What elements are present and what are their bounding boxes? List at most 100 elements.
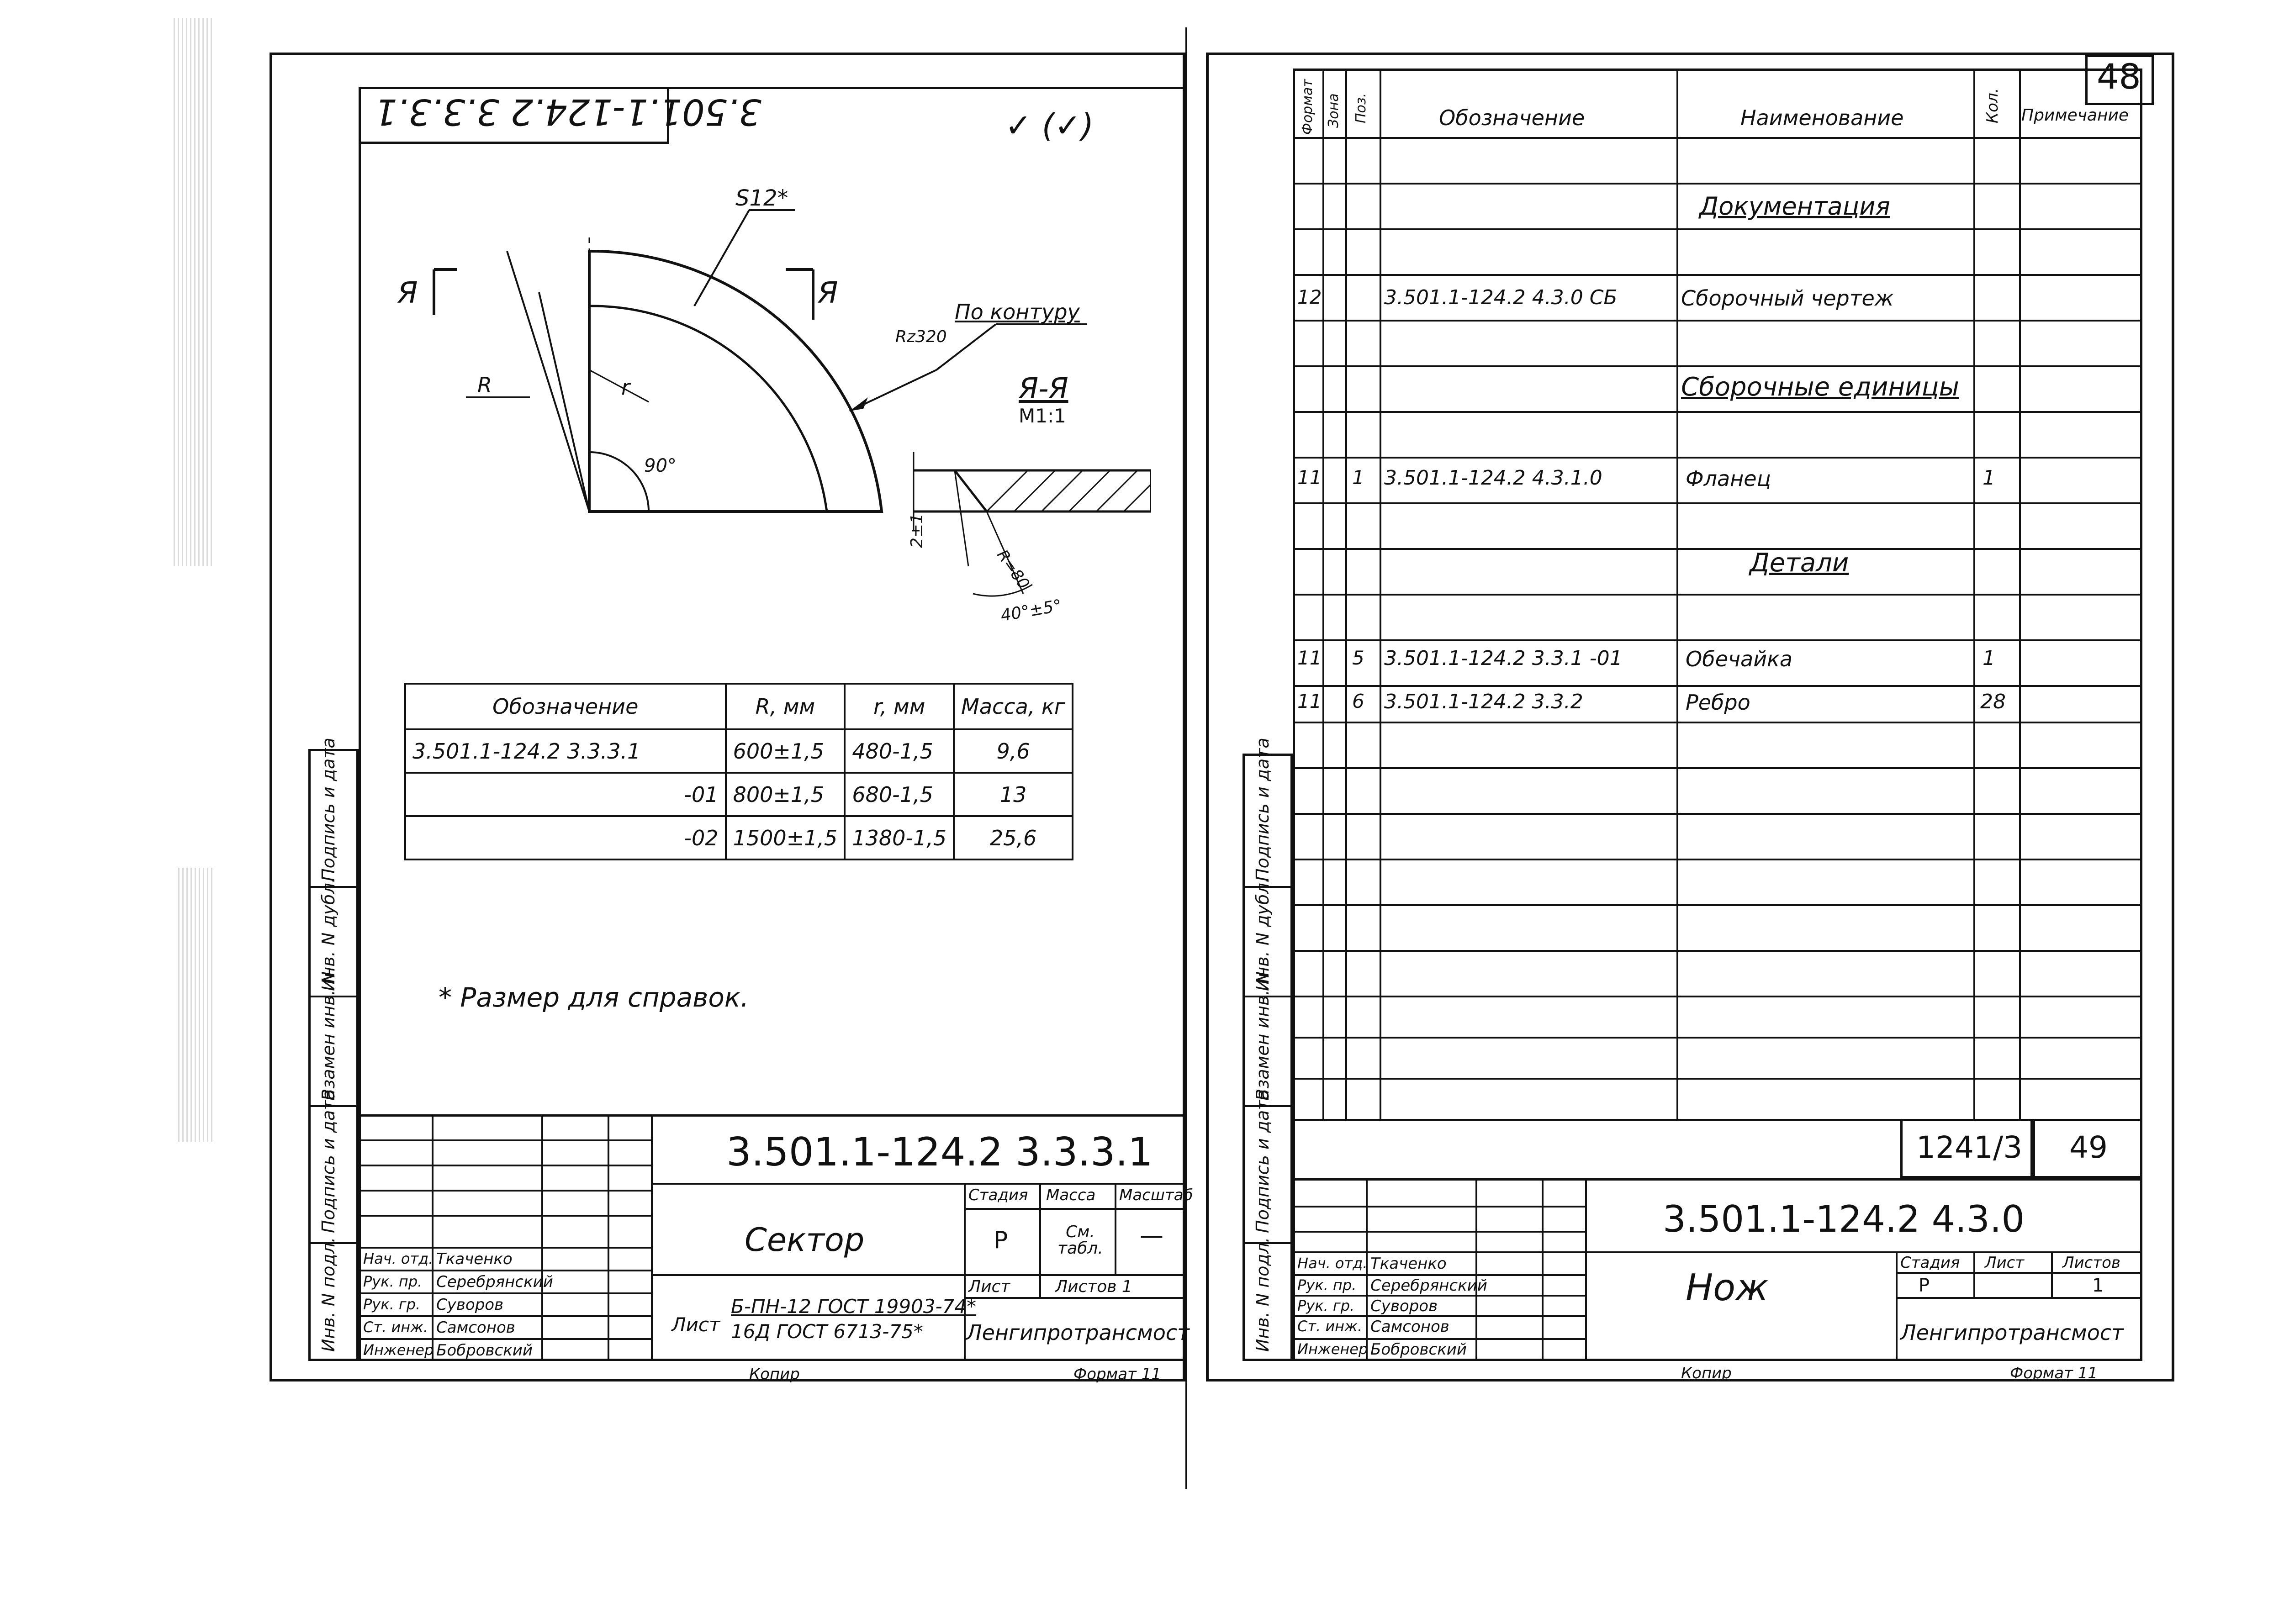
spec-row-line xyxy=(1293,685,2142,687)
spec-code: 3.501.1-124.2 3.3.1 -01 xyxy=(1384,647,1623,670)
spec-name: Сборочный чертеж xyxy=(1681,286,1894,311)
side-label: Подпись и дата xyxy=(318,738,338,881)
spec-row-line xyxy=(1293,639,2142,641)
tb-scale-value: — xyxy=(1140,1222,1163,1250)
table-cell: 1500±1,5 xyxy=(724,815,846,860)
spec-name: Фланец xyxy=(1686,466,1771,491)
tb-stage-value: Р xyxy=(994,1227,1008,1254)
tb-person-role: Рук. гр. xyxy=(363,1296,421,1313)
spec-section-heading: Сборочные единицы xyxy=(1681,372,1959,402)
spec-header: Формат xyxy=(1300,79,1316,135)
tb-divider xyxy=(1896,1272,2142,1274)
scan-noise xyxy=(178,868,215,1142)
spec-row-line xyxy=(1293,594,2142,596)
scan-noise xyxy=(174,18,215,566)
right-title-block xyxy=(1293,1178,2142,1361)
tb-divider xyxy=(1293,1206,1585,1207)
tb-organization: Ленгипротрансмост xyxy=(966,1320,1190,1345)
table-header: r, мм xyxy=(844,683,955,730)
spec-row-line xyxy=(1293,1037,2142,1039)
tb-person-role: Рук. пр. xyxy=(1297,1276,1357,1294)
rotated-code-box xyxy=(359,87,669,144)
spec-qty: 1 xyxy=(1983,647,1995,670)
spec-row-line xyxy=(1293,904,2142,906)
tb-mass-value: См. табл. xyxy=(1057,1223,1103,1258)
spec-row-line xyxy=(1293,1119,2142,1121)
inventory-sheet-box xyxy=(2033,1119,2142,1178)
spec-code: 3.501.1-124.2 4.3.0 СБ xyxy=(1384,286,1618,309)
side-label: Подпись и дата xyxy=(318,1089,338,1233)
tb-divider xyxy=(1896,1251,1898,1361)
tb-person-name: Серебрянский xyxy=(436,1273,553,1291)
spec-header: Примечание xyxy=(2021,106,2129,125)
tb-sheet-label: Лист xyxy=(1985,1254,2025,1272)
tb-divider xyxy=(359,1139,651,1141)
tb-material-prefix: Лист xyxy=(671,1313,720,1336)
sector-drawing xyxy=(433,209,1151,597)
tb-divider xyxy=(1585,1251,2142,1253)
spec-row-line xyxy=(1293,411,2142,413)
table-cell: 480-1,5 xyxy=(844,728,955,774)
tb-divider xyxy=(1896,1297,2142,1299)
tb-divider xyxy=(1973,1251,1975,1297)
table-cell: 600±1,5 xyxy=(724,728,846,774)
left-side-strip xyxy=(308,749,359,1361)
tb-material-1: Б-ПН-12 ГОСТ 19903-74* xyxy=(731,1295,977,1318)
tb-divider xyxy=(541,1114,543,1361)
tb-material-2: 16Д ГОСТ 6713-75* xyxy=(731,1320,923,1343)
table-cell: 13 xyxy=(953,772,1073,817)
spec-qty: 28 xyxy=(1980,690,2006,713)
spec-row-line xyxy=(1293,548,2142,550)
tb-divider xyxy=(359,1190,651,1192)
tb-code: 3.501.1-124.2 3.3.3.1 xyxy=(726,1129,1153,1175)
tb-sheets-value: 1 xyxy=(2092,1275,2104,1296)
table-cell: 800±1,5 xyxy=(724,772,846,817)
section-title: Я-Я xyxy=(1019,372,1068,405)
tb-person-role: Нач. отд. xyxy=(1297,1255,1368,1272)
tb-sheets-label: Листов 1 xyxy=(1055,1277,1132,1296)
tb-format-label: Формат 11 xyxy=(2010,1364,2098,1382)
spec-row-line xyxy=(1293,1078,2142,1080)
tb-person-role: Ст. инж. xyxy=(363,1318,428,1336)
tb-divider xyxy=(651,1274,1185,1276)
tb-copy-label: Копир xyxy=(749,1365,800,1383)
table-cell: 1380-1,5 xyxy=(844,815,955,860)
tb-divider xyxy=(964,1183,966,1361)
spec-code: 3.501.1-124.2 3.3.2 xyxy=(1384,690,1583,713)
table-cell: 3.501.1-124.2 3.3.3.1 xyxy=(404,728,727,774)
table-cell: 680-1,5 xyxy=(844,772,955,817)
left-title-block xyxy=(359,1114,1185,1361)
table-header: R, мм xyxy=(724,683,846,730)
tb-divider xyxy=(1293,1251,1585,1253)
tb-divider xyxy=(1293,1315,1585,1317)
tb-divider xyxy=(651,1114,653,1361)
radius-outer-label: R xyxy=(477,373,492,397)
table-cell: 25,6 xyxy=(953,815,1073,860)
tb-person-name: Суворов xyxy=(436,1296,504,1314)
tb-divider xyxy=(2051,1251,2053,1297)
tb-person-name: Самсонов xyxy=(1370,1318,1449,1336)
roughness-mark: ✓ (✓) xyxy=(1005,107,1094,144)
mass-table: Обозначение R, мм r, мм Масса, кг 3.501.… xyxy=(404,683,1073,860)
tb-divider xyxy=(1293,1231,1585,1233)
tb-person-role: Инженер xyxy=(1297,1340,1368,1358)
tb-person-name: Ткаченко xyxy=(1370,1255,1447,1273)
tb-person-name: Самсонов xyxy=(436,1318,515,1337)
tb-divider xyxy=(359,1315,651,1317)
tb-divider xyxy=(964,1208,1185,1210)
spec-row-line xyxy=(1293,859,2142,860)
tb-divider xyxy=(1293,1274,1585,1276)
tb-divider xyxy=(651,1183,1185,1185)
section-mark-left: Я xyxy=(397,276,418,310)
tb-mass-label: Масса xyxy=(1046,1186,1096,1204)
page-number: 48 xyxy=(2097,56,2141,97)
tb-divider xyxy=(359,1338,651,1340)
strip-divider xyxy=(1242,1242,1293,1244)
strip-divider xyxy=(308,1105,359,1107)
spec-zone: 1 xyxy=(1352,466,1364,489)
spec-header: Наименование xyxy=(1740,105,1904,130)
tb-person-role: Нач. отд. xyxy=(363,1250,434,1267)
side-label: Подпись и дата xyxy=(1253,1089,1273,1233)
tb-stage-label: Стадия xyxy=(1900,1254,1960,1272)
tb-stage-label: Стадия xyxy=(968,1186,1028,1204)
